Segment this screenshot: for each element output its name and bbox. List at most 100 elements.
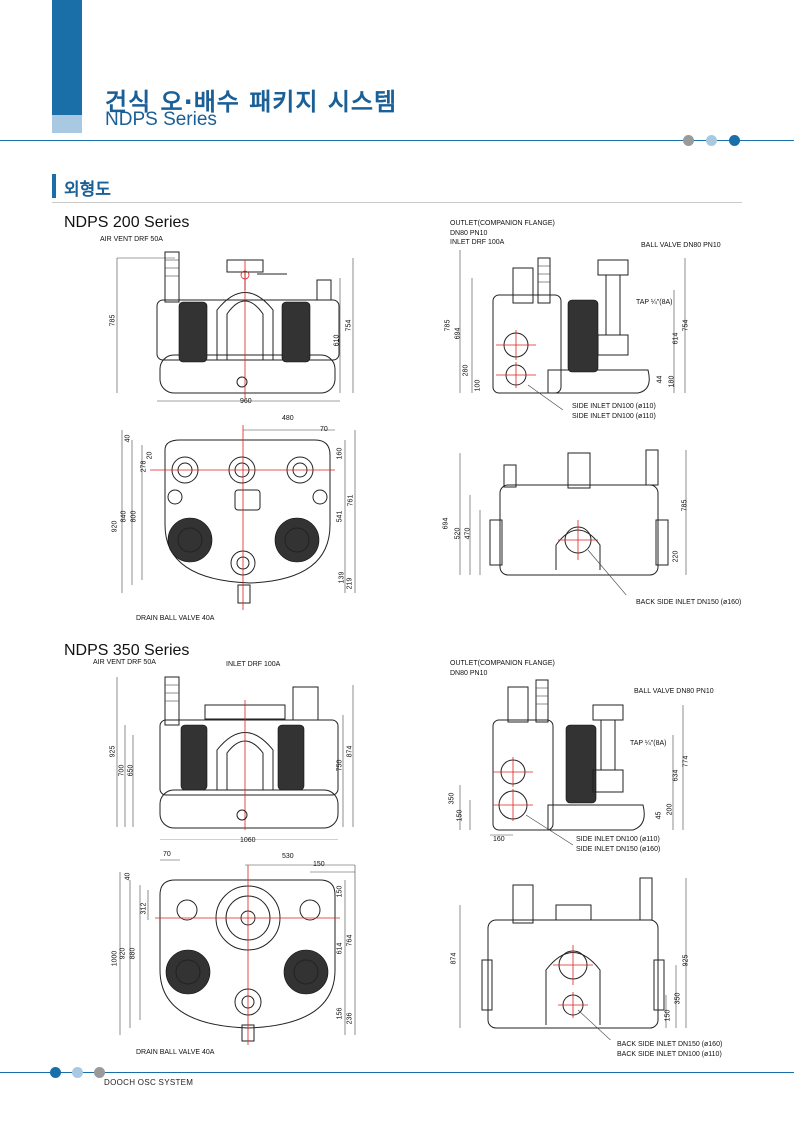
s350-top-w70: 70 — [163, 851, 171, 858]
s350-front-h925: 925 — [109, 745, 117, 758]
s350-side-h45: 45 — [655, 811, 663, 820]
page-title: 건식 오·배수 패키지 시스템 — [105, 88, 398, 116]
s200-ball-valve-label: BALL VALVE DN80 PN10 — [641, 242, 721, 249]
s200-side-h280: 280 — [462, 364, 470, 377]
s350-top-h40: 40 — [124, 872, 132, 881]
s350-top-h764: 764 — [346, 934, 354, 947]
s200-top-h160: 160 — [336, 447, 344, 460]
s200-back-h785: 785 — [681, 499, 689, 512]
s200-front-w960: 960 — [240, 398, 252, 405]
s200-back-inlet-label: BACK SIDE INLET DN150 (ø160) — [636, 599, 742, 606]
s200-top-w480: 480 — [282, 415, 294, 422]
s350-back-h925: 925 — [682, 954, 690, 967]
series-200-title: NDPS 200 Series — [64, 214, 190, 231]
s200-inlet-label: INLET DRF 100A — [450, 239, 505, 246]
s350-top-h236: 236 — [346, 1012, 354, 1025]
series-350-title: NDPS 350 Series — [64, 642, 190, 659]
s350-front-w1060: 1060 — [240, 837, 256, 844]
s350-front-view-drawing — [116, 676, 354, 840]
s350-side-w160: 160 — [493, 836, 505, 843]
s350-ball-valve-label: BALL VALVE DN80 PN10 — [634, 688, 714, 695]
footer-dot-blue — [50, 1067, 61, 1078]
s200-top-h800: 800 — [130, 510, 138, 523]
s350-inlet-label: INLET DRF 100A — [226, 661, 281, 668]
s200-front-h785: 785 — [109, 314, 117, 327]
s350-side-inlet-1: SIDE INLET DN100 (ø110) — [576, 836, 660, 843]
s200-top-h20: 20 — [146, 451, 154, 460]
s350-side-h634: 634 — [672, 769, 680, 782]
s350-side-view-drawing — [459, 679, 684, 846]
s350-top-h156: 156 — [336, 1007, 344, 1020]
footer-dot-grey — [94, 1067, 105, 1078]
s200-back-h520: 520 — [454, 527, 462, 540]
s350-side-h774: 774 — [682, 755, 690, 768]
s200-top-h40: 40 — [124, 434, 132, 443]
s350-front-h750: 750 — [336, 759, 344, 772]
header-dot-light-blue — [706, 135, 717, 146]
s350-back-h874: 874 — [450, 952, 458, 965]
footer-text: DOOCH OSC SYSTEM — [104, 1078, 194, 1087]
section-rule — [52, 202, 742, 203]
s200-front-h754: 754 — [345, 319, 353, 332]
s350-drain-label: DRAIN BALL VALVE 40A — [136, 1049, 215, 1056]
s350-front-h700: 700 — [118, 764, 126, 777]
s350-top-h150: 150 — [336, 885, 344, 898]
s200-top-h278: 278 — [140, 460, 148, 473]
s350-outlet-label: OUTLET(COMPANION FLANGE) — [450, 660, 555, 667]
s350-top-h614: 614 — [336, 942, 344, 955]
s200-side-h180: 180 — [668, 375, 676, 388]
s200-side-view-drawing — [459, 250, 686, 410]
s200-side-h694: 694 — [454, 327, 462, 340]
s200-outlet-label: OUTLET(COMPANION FLANGE) — [450, 220, 555, 227]
s200-top-h761: 761 — [347, 494, 355, 507]
s350-side-h200: 200 — [666, 803, 674, 816]
footer-rule — [0, 1072, 794, 1073]
s200-side-h100: 100 — [474, 379, 482, 392]
s200-top-h219: 219 — [346, 577, 354, 590]
s200-front-h610: 610 — [333, 334, 341, 347]
s200-tap-label: TAP ¼"(8A) — [636, 299, 673, 306]
s350-top-h1000: 1000 — [111, 950, 119, 967]
s200-back-h220: 220 — [672, 550, 680, 563]
s350-top-h312: 312 — [140, 902, 148, 915]
s200-side-inlet-2: SIDE INLET DN100 (ø110) — [572, 413, 656, 420]
section-title: 외형도 — [64, 180, 111, 200]
s200-side-h785: 785 — [444, 319, 452, 332]
s350-back-inlet-1: BACK SIDE INLET DN150 (ø160) — [617, 1041, 723, 1048]
s350-tap-label: TAP ¼"(8A) — [630, 740, 667, 747]
header-rule — [0, 140, 794, 141]
s350-back-h150: 150 — [664, 1009, 672, 1022]
s200-side-inlet-1: SIDE INLET DN100 (ø110) — [572, 403, 656, 410]
s350-back-inlet-2: BACK SIDE INLET DN100 (ø110) — [617, 1051, 722, 1058]
s350-front-h874: 874 — [346, 745, 354, 758]
s350-top-h920: 920 — [119, 947, 127, 960]
s350-side-h350: 350 — [448, 792, 456, 805]
header-accent-bar-light — [52, 115, 82, 133]
s350-front-h650: 650 — [127, 764, 135, 777]
s200-top-h920: 920 — [111, 520, 119, 533]
s200-top-h139: 139 — [338, 571, 346, 584]
s350-back-h350: 350 — [674, 992, 682, 1005]
s200-side-h754: 754 — [682, 319, 690, 332]
s350-air-vent-label: AIR VENT DRF 50A — [93, 659, 156, 666]
s200-back-h694: 694 — [442, 517, 450, 530]
s200-top-w70: 70 — [320, 426, 328, 433]
header-dot-blue — [729, 135, 740, 146]
s350-side-h150: 150 — [456, 809, 464, 822]
section-marker — [52, 174, 56, 198]
s200-top-h541: 541 — [336, 510, 344, 523]
s200-side-h614: 614 — [672, 332, 680, 345]
s200-back-h470: 470 — [464, 527, 472, 540]
s350-top-h880: 880 — [129, 947, 137, 960]
footer-dot-light-blue — [72, 1067, 83, 1078]
s350-dn-label: DN80 PN10 — [450, 670, 488, 677]
page-subtitle: NDPS Series — [105, 109, 217, 130]
s200-front-view-drawing — [116, 251, 354, 402]
s350-top-view-drawing — [119, 859, 356, 1045]
s200-side-h44: 44 — [656, 375, 664, 384]
s200-back-view-drawing — [459, 449, 687, 595]
s200-dn-label: DN80 PN10 — [450, 230, 488, 237]
s200-top-h840: 840 — [120, 510, 128, 523]
header-dot-grey — [683, 135, 694, 146]
header-accent-bar — [52, 0, 82, 115]
